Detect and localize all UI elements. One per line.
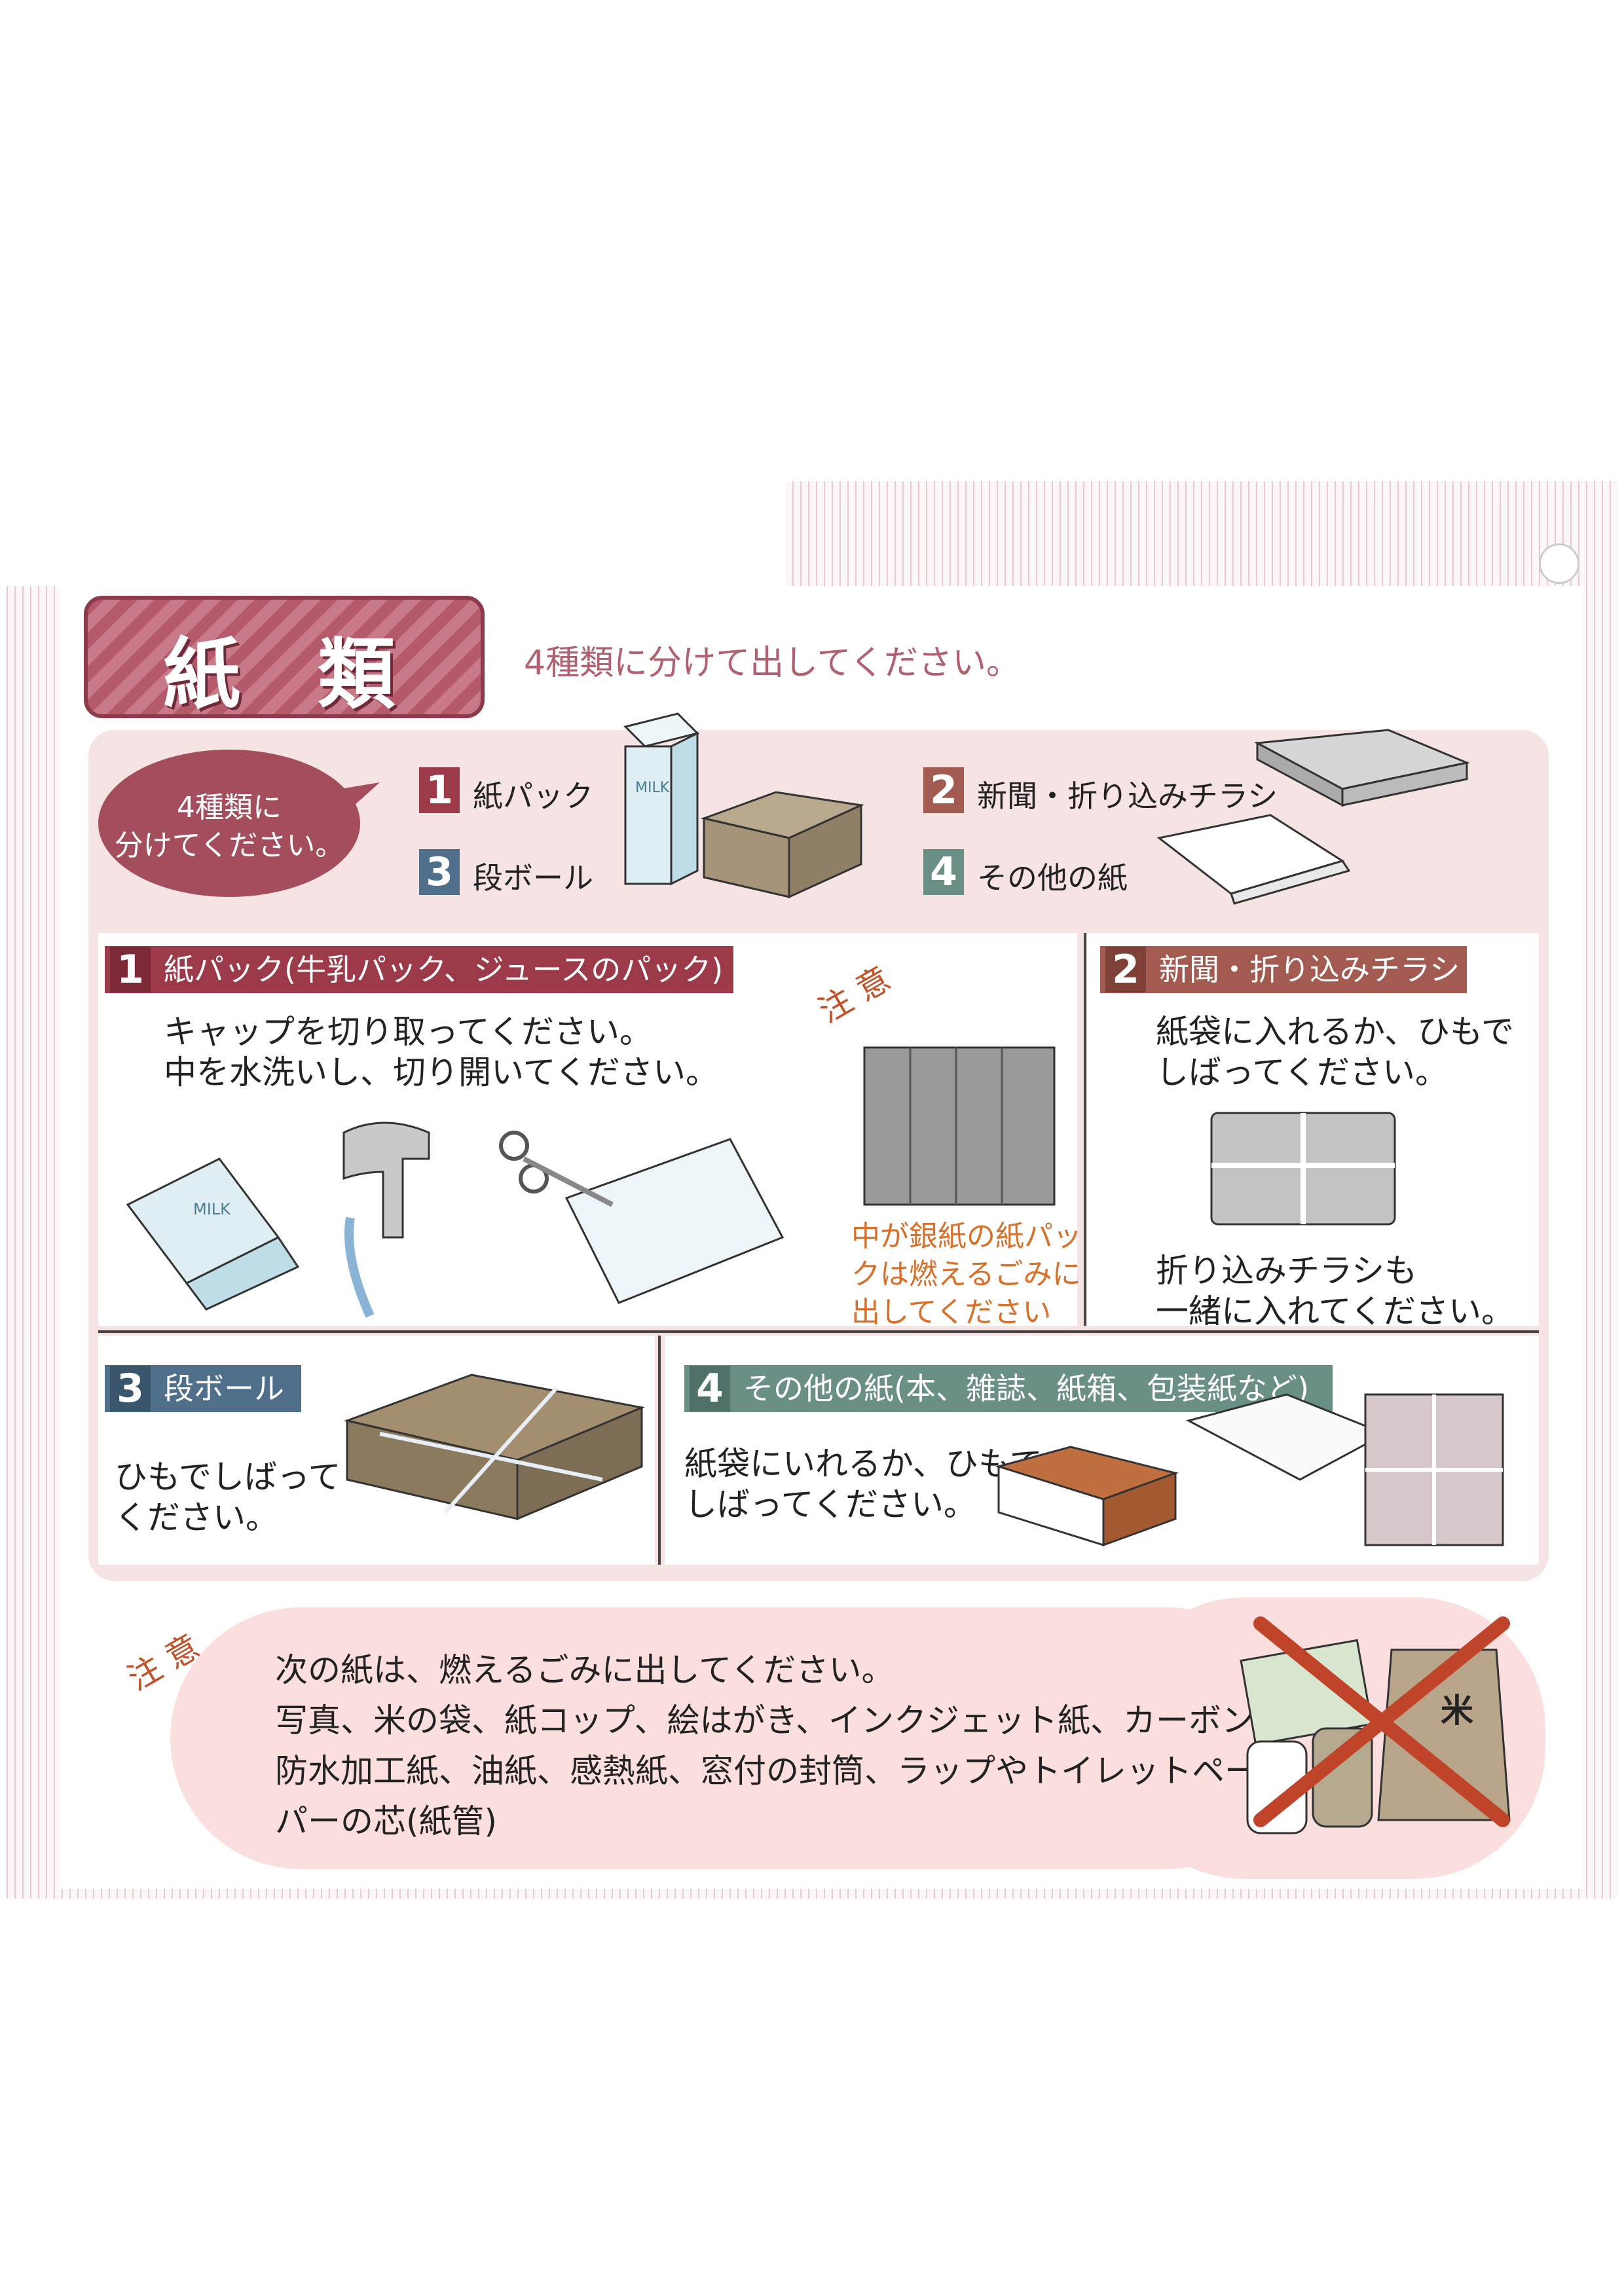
divider-vertical-1	[1084, 933, 1086, 1326]
section-4-line1: 紙袋にいれるか、ひもで	[684, 1445, 1043, 1483]
non-recyclable-paper-crossed-icon: 米	[1240, 1616, 1511, 1834]
bubble-tail-icon	[341, 782, 380, 812]
carton-rinse-cut-icon: MILK	[126, 1121, 784, 1318]
sheet-top-white	[7, 481, 786, 586]
caution-line2: 写真、米の袋、紙コップ、絵はがき、インクジェット紙、カーボン紙、	[275, 1702, 1320, 1740]
tied-cardboard-icon	[343, 1374, 646, 1521]
caution-line3: 防水加工紙、油紙、感熱紙、窓付の封筒、ラップやトイレットペー	[275, 1752, 1257, 1790]
divider-horizontal	[98, 1330, 1539, 1333]
page-subtitle: 4種類に分けて出してください。	[524, 644, 1020, 683]
section-1-line1: キャップを切り取ってください。	[164, 1013, 652, 1051]
section-2-line1: 紙袋に入れるか、ひもで	[1156, 1013, 1514, 1051]
section-2-header: 2 新聞・折り込みチラシ	[1100, 946, 1467, 993]
section-3-title: 段ボール	[164, 1371, 284, 1406]
section-1-header: 1 紙パック(牛乳パック、ジュースのパック)	[105, 946, 733, 993]
bubble-line1: 4種類に	[177, 791, 282, 824]
category-label-4: その他の紙	[977, 860, 1128, 896]
paper-box-wrapping-books-icon	[995, 1393, 1504, 1547]
newspaper-magazine-icon	[1156, 729, 1471, 905]
milk-carton-box-icon: MILK	[623, 712, 865, 899]
caution-line4: パーの芯(紙管)	[275, 1802, 498, 1840]
divider-vertical-2	[658, 1336, 661, 1565]
section-3-line1: ひもでしばって	[115, 1458, 341, 1496]
punch-hole	[1539, 543, 1579, 584]
category-number-4: 4	[923, 849, 964, 895]
section-3-header: 3 段ボール	[105, 1365, 301, 1412]
section-4-header: 4 その他の紙(本、雑誌、紙箱、包装紙など)	[684, 1365, 1333, 1412]
caution-cloud	[170, 1607, 1297, 1869]
category-label-1: 紙パック	[473, 778, 593, 814]
category-number-2: 2	[923, 767, 964, 813]
caution-line1: 次の紙は、燃えるごみに出してください。	[275, 1651, 895, 1689]
rice-bag-text: 米	[1441, 1692, 1473, 1730]
section-1-caution-line3: 出してください	[851, 1296, 1052, 1329]
section-1-caution-line2: クは燃えるごみに	[851, 1258, 1081, 1291]
section-2-line2: しばってください。	[1156, 1053, 1448, 1091]
section-1-number: 1	[110, 947, 151, 993]
section-4-number: 4	[690, 1366, 730, 1412]
section-1-caution-line1: 中が銀紙の紙パッ	[851, 1220, 1082, 1253]
category-label-3: 段ボール	[473, 860, 593, 896]
silver-carton-icon	[863, 1046, 1056, 1206]
page-title: 紙 類	[163, 629, 396, 720]
tied-newspaper-icon	[1210, 1112, 1396, 1226]
section-4-title: その他の紙(本、雑誌、紙箱、包装紙など)	[743, 1371, 1309, 1406]
section-2-line3: 折り込みチラシも	[1156, 1252, 1417, 1290]
section-4-line2: しばってください。	[684, 1485, 976, 1523]
category-number-3: 3	[419, 849, 460, 895]
speech-bubble: 4種類に 分けてください。	[98, 750, 360, 897]
category-number-1: 1	[419, 767, 460, 813]
section-2-title: 新聞・折り込みチラシ	[1159, 952, 1460, 987]
section-1-line2: 中を水洗いし、切り開いてください。	[164, 1053, 718, 1091]
section-2-number: 2	[1105, 947, 1146, 993]
section-3-line2: ください。	[115, 1499, 278, 1537]
milk-text-2: MILK	[193, 1200, 231, 1218]
milk-text: MILK	[635, 780, 670, 796]
section-3-number: 3	[110, 1366, 151, 1412]
bubble-line2: 分けてください。	[114, 829, 344, 862]
section-2-line4: 一緒に入れてください。	[1156, 1292, 1514, 1330]
section-1-title: 紙パック(牛乳パック、ジュースのパック)	[164, 952, 724, 987]
title-badge: 紙 類	[84, 596, 485, 720]
category-label-2: 新聞・折り込みチラシ	[977, 778, 1278, 814]
